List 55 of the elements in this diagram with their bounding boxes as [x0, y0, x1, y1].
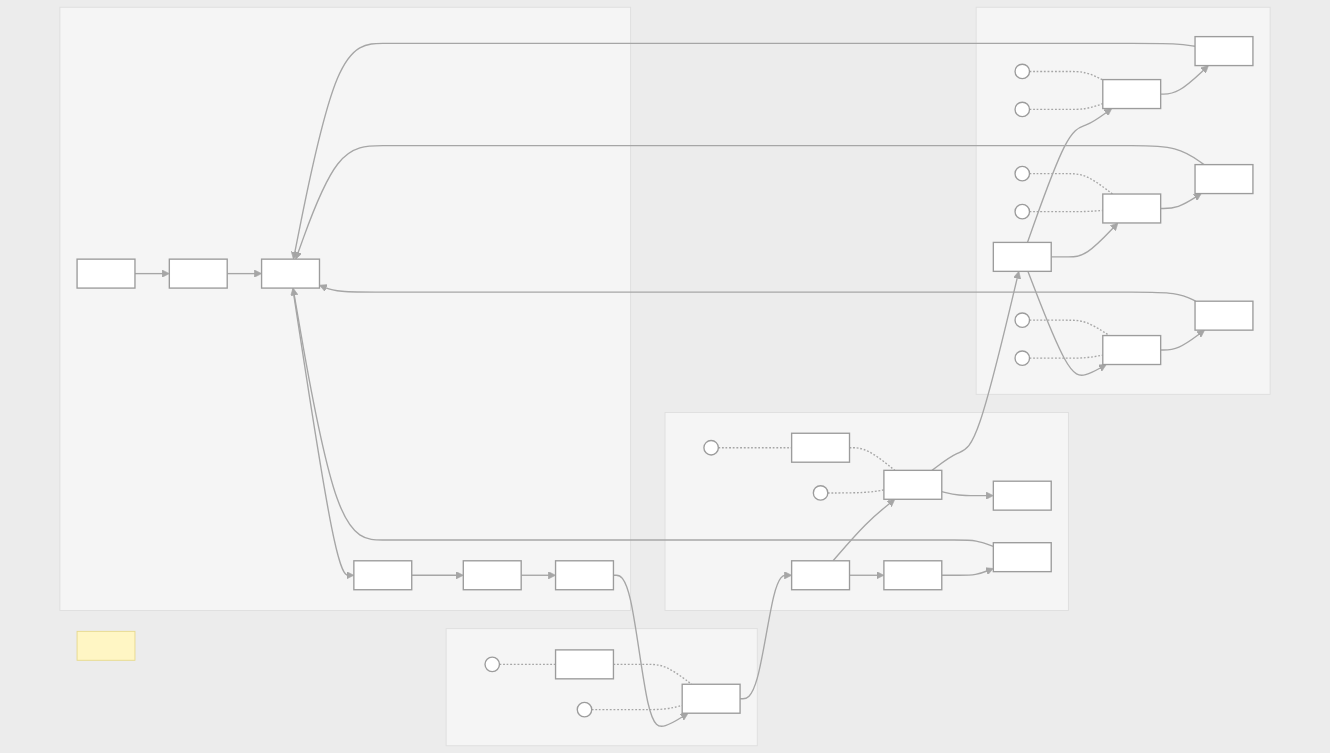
node-box	[554, 649, 615, 680]
node-box	[1102, 193, 1162, 224]
connector	[1028, 70, 1104, 81]
arrow	[294, 144, 1205, 260]
node-box	[260, 258, 321, 289]
connector	[1028, 173, 1114, 195]
node-circle	[1014, 312, 1031, 329]
node-box	[1102, 334, 1162, 366]
arrow	[1160, 193, 1202, 210]
node-box	[992, 241, 1052, 273]
arrow	[1160, 65, 1209, 95]
arrow	[319, 284, 1197, 302]
connector	[591, 704, 683, 711]
arrow	[290, 42, 1196, 260]
node-box	[554, 560, 615, 591]
arrow	[290, 287, 994, 548]
cluster	[975, 6, 1271, 395]
arrow	[931, 271, 1021, 471]
node-circle	[484, 656, 501, 673]
node-circle	[1014, 203, 1031, 220]
arrow	[1026, 108, 1113, 244]
node-box	[883, 560, 943, 591]
node-box	[790, 560, 851, 591]
node-box	[353, 560, 413, 591]
node-circle	[1014, 165, 1031, 182]
node-box	[1194, 35, 1254, 67]
arrow	[941, 567, 994, 576]
arrow	[832, 498, 896, 562]
node-circle	[576, 701, 593, 718]
arrow	[1027, 270, 1107, 376]
node-box	[462, 560, 522, 591]
node-circle	[703, 439, 720, 456]
cluster	[59, 6, 632, 611]
node-box	[76, 630, 136, 661]
node-box	[1102, 78, 1162, 110]
node-box	[1194, 163, 1254, 195]
node-circle	[1014, 350, 1031, 367]
node-circle	[812, 485, 829, 501]
node-box	[883, 469, 943, 500]
node-circle	[1014, 101, 1031, 118]
node-box	[1194, 300, 1254, 331]
node-box	[168, 258, 228, 289]
arrow	[941, 490, 994, 500]
node-box	[992, 542, 1052, 573]
node-box	[76, 258, 136, 289]
node-box	[790, 432, 851, 463]
node-circle	[1014, 63, 1031, 80]
arrow	[134, 269, 170, 278]
arrow	[1160, 329, 1205, 351]
node-box	[992, 480, 1052, 511]
cluster	[445, 628, 758, 747]
arrow	[411, 571, 464, 580]
connector	[1028, 319, 1111, 337]
node-box	[681, 683, 741, 714]
cluster	[664, 412, 1069, 611]
